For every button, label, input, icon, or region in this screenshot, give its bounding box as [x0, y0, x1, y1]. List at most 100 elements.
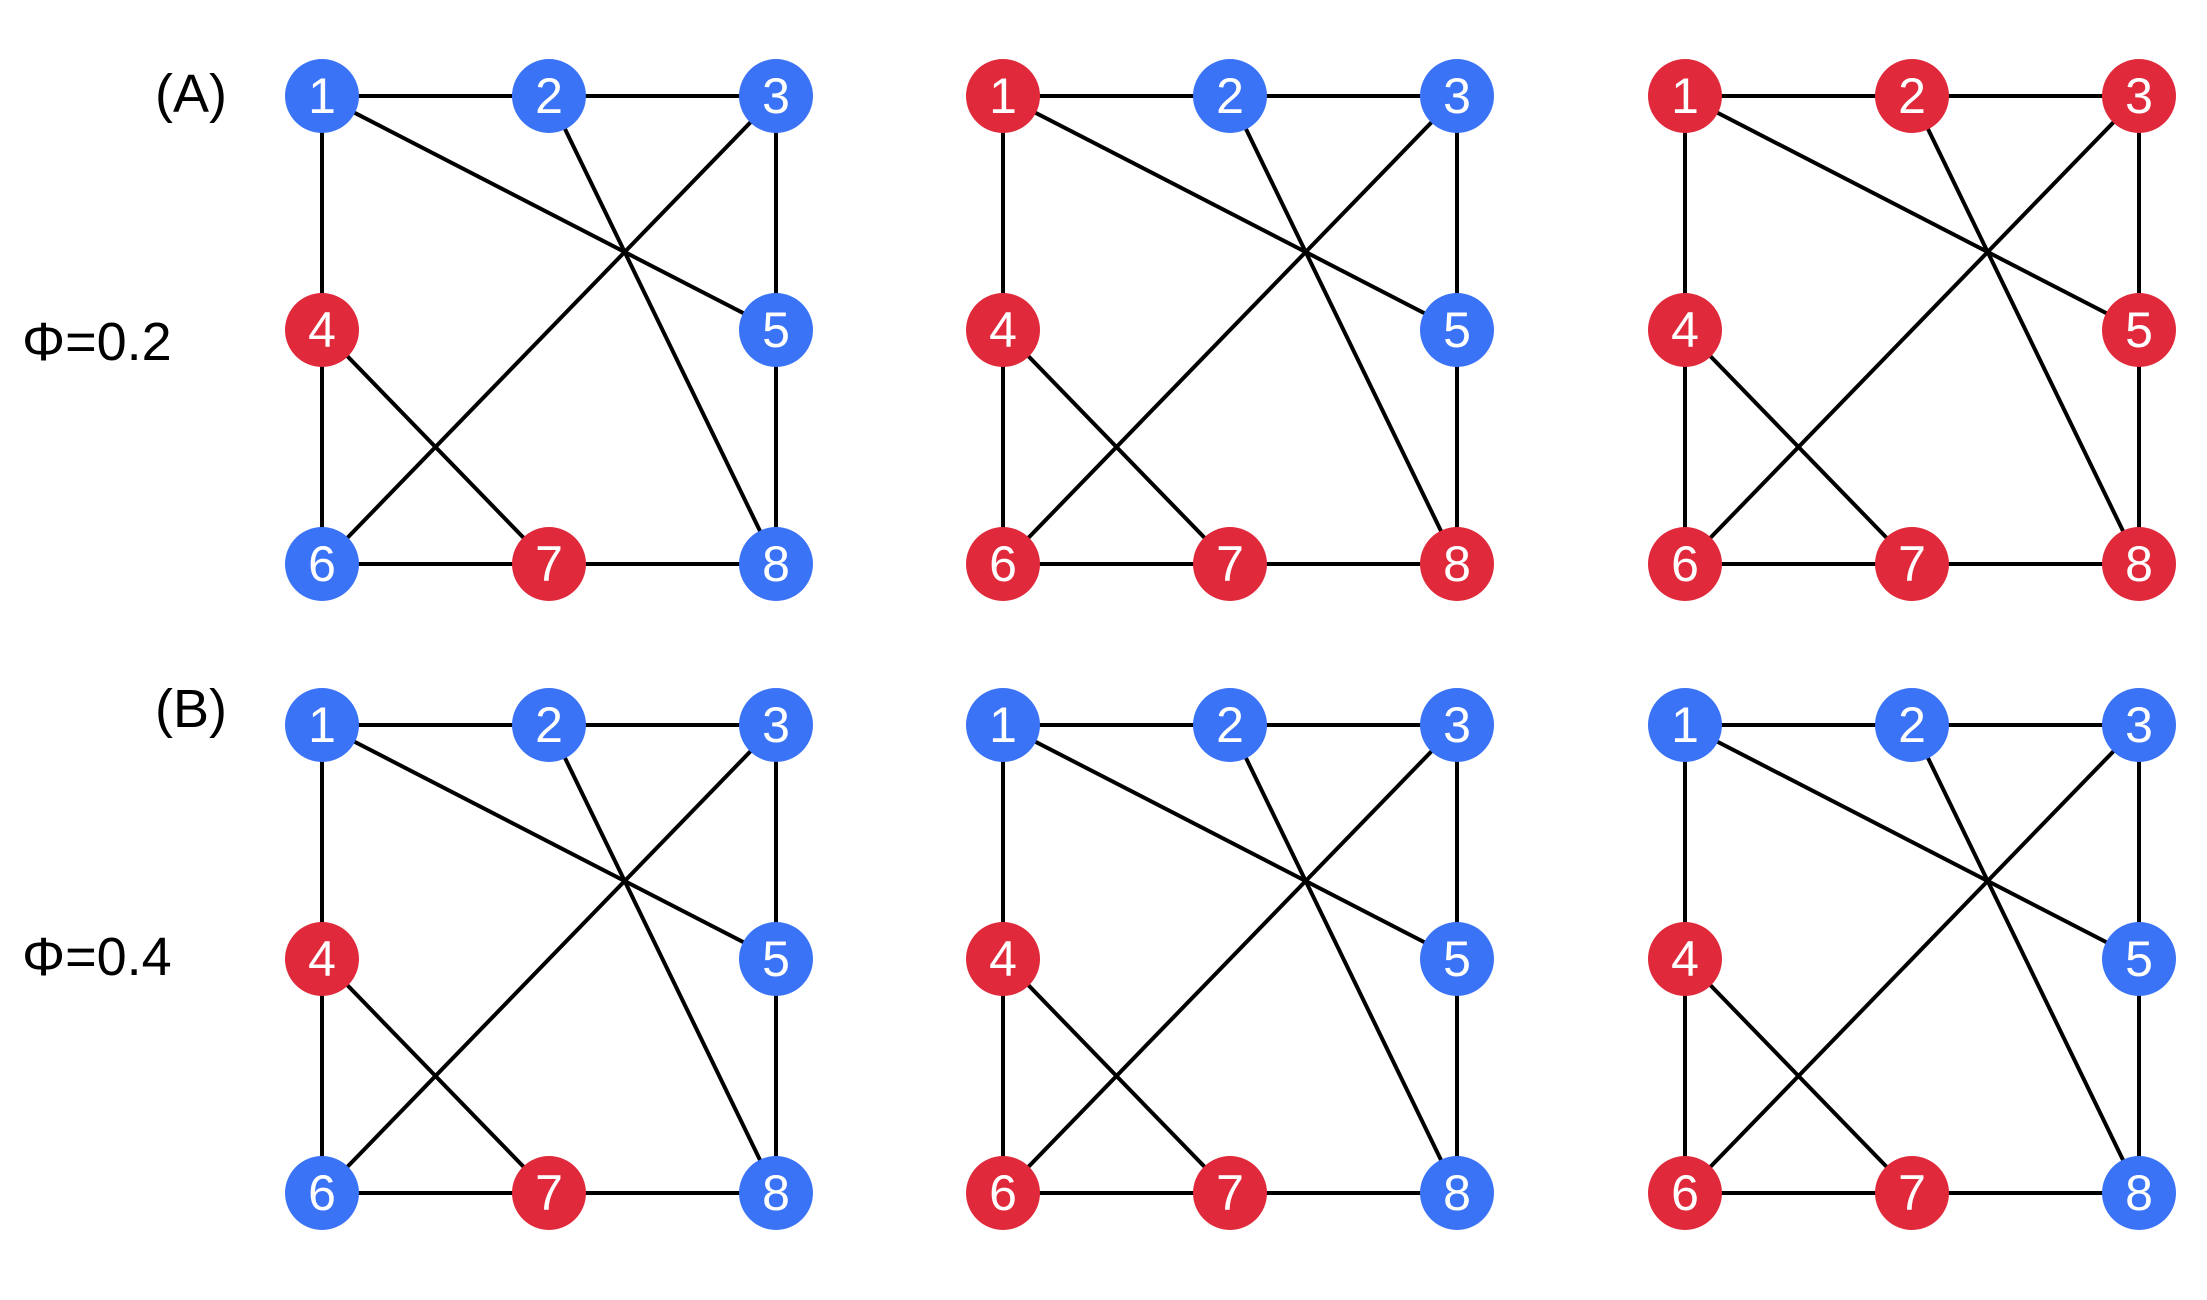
- edge-2-8: [1228, 724, 1459, 1194]
- node-2: [1193, 59, 1267, 133]
- node-4: [1648, 293, 1722, 367]
- node-label-7: 7: [1216, 1165, 1244, 1221]
- node-7: [1875, 527, 1949, 601]
- node-6: [966, 527, 1040, 601]
- edge-3-6: [1001, 94, 1459, 566]
- node-label-4: 4: [989, 931, 1017, 987]
- node-8: [2102, 527, 2176, 601]
- row-a-phi-label: Φ=0.2: [22, 312, 172, 372]
- node-5: [1420, 293, 1494, 367]
- node-8: [739, 1156, 813, 1230]
- node-label-5: 5: [762, 302, 790, 358]
- node-label-4: 4: [308, 931, 336, 987]
- node-label-3: 3: [2125, 68, 2153, 124]
- node-label-5: 5: [762, 931, 790, 987]
- node-label-2: 2: [1898, 68, 1926, 124]
- edge-4-7: [1001, 328, 1232, 566]
- node-label-1: 1: [1671, 68, 1699, 124]
- node-label-8: 8: [1443, 536, 1471, 592]
- node-7: [512, 1156, 586, 1230]
- node-label-1: 1: [989, 68, 1017, 124]
- node-5: [1420, 922, 1494, 996]
- node-label-2: 2: [535, 697, 563, 753]
- node-label-4: 4: [1671, 302, 1699, 358]
- node-3: [2102, 59, 2176, 133]
- node-label-7: 7: [1898, 1165, 1926, 1221]
- node-label-5: 5: [1443, 931, 1471, 987]
- edge-3-6: [1683, 723, 2141, 1195]
- edge-4-7: [1683, 957, 1914, 1195]
- node-label-6: 6: [308, 1165, 336, 1221]
- node-label-8: 8: [762, 1165, 790, 1221]
- node-label-7: 7: [1898, 536, 1926, 592]
- node-label-2: 2: [1216, 68, 1244, 124]
- node-1: [1648, 688, 1722, 762]
- edge-2-8: [1910, 95, 2141, 565]
- edge-1-5: [1684, 94, 2140, 332]
- node-label-6: 6: [1671, 1165, 1699, 1221]
- node-1: [285, 59, 359, 133]
- edge-3-6: [1001, 723, 1459, 1195]
- node-label-2: 2: [1898, 697, 1926, 753]
- node-label-3: 3: [1443, 697, 1471, 753]
- node-2: [512, 59, 586, 133]
- node-label-3: 3: [2125, 697, 2153, 753]
- node-label-3: 3: [762, 697, 790, 753]
- node-label-4: 4: [1671, 931, 1699, 987]
- node-1: [966, 688, 1040, 762]
- node-7: [1193, 1156, 1267, 1230]
- node-2: [1875, 59, 1949, 133]
- node-5: [2102, 293, 2176, 367]
- edge-4-7: [1683, 328, 1914, 566]
- node-label-1: 1: [989, 697, 1017, 753]
- node-2: [512, 688, 586, 762]
- edge-2-8: [1910, 724, 2141, 1194]
- node-8: [1420, 1156, 1494, 1230]
- node-label-4: 4: [308, 302, 336, 358]
- node-6: [285, 527, 359, 601]
- node-3: [739, 59, 813, 133]
- node-label-7: 7: [1216, 536, 1244, 592]
- node-5: [739, 293, 813, 367]
- edge-4-7: [320, 957, 551, 1195]
- node-4: [285, 293, 359, 367]
- row-b-label: (B): [155, 679, 227, 739]
- node-8: [2102, 1156, 2176, 1230]
- node-label-4: 4: [989, 302, 1017, 358]
- node-2: [1875, 688, 1949, 762]
- node-1: [285, 688, 359, 762]
- edge-1-5: [321, 94, 777, 332]
- node-6: [285, 1156, 359, 1230]
- node-label-6: 6: [989, 536, 1017, 592]
- node-7: [512, 527, 586, 601]
- node-label-8: 8: [762, 536, 790, 592]
- node-6: [1648, 527, 1722, 601]
- node-4: [1648, 922, 1722, 996]
- node-4: [966, 922, 1040, 996]
- node-label-3: 3: [1443, 68, 1471, 124]
- edge-2-8: [1228, 95, 1459, 565]
- node-label-2: 2: [1216, 697, 1244, 753]
- node-label-8: 8: [1443, 1165, 1471, 1221]
- edge-4-7: [1001, 957, 1232, 1195]
- node-label-8: 8: [2125, 536, 2153, 592]
- node-label-8: 8: [2125, 1165, 2153, 1221]
- edge-3-6: [320, 723, 778, 1195]
- node-label-6: 6: [1671, 536, 1699, 592]
- node-label-5: 5: [2125, 931, 2153, 987]
- node-label-1: 1: [1671, 697, 1699, 753]
- node-3: [1420, 688, 1494, 762]
- node-7: [1875, 1156, 1949, 1230]
- edge-1-5: [1002, 94, 1458, 332]
- edge-1-5: [321, 723, 777, 961]
- node-label-6: 6: [308, 536, 336, 592]
- node-6: [966, 1156, 1040, 1230]
- node-4: [966, 293, 1040, 367]
- node-8: [739, 527, 813, 601]
